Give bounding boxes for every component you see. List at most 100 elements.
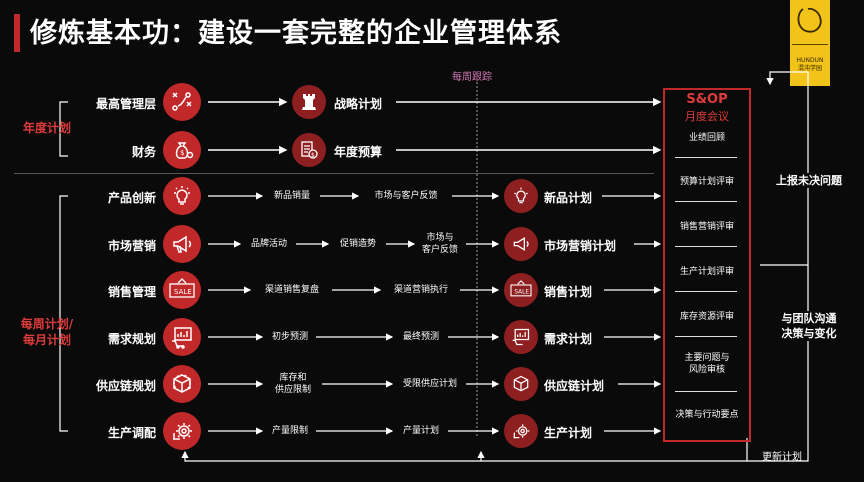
output-strategy-plan: 战略计划 — [334, 97, 383, 111]
step-text: 市场与 — [426, 233, 454, 243]
row-label-production-allocation: 生产调配 — [107, 426, 156, 440]
step-text: 产量计划 — [402, 426, 439, 436]
svg-text:$: $ — [180, 149, 184, 157]
step-inventory-supply-constraints: 库存和 供应限制 — [264, 372, 322, 396]
sop-item-production-review: 生产计划评审 — [679, 267, 734, 277]
row-label-finance: 财务 — [131, 145, 156, 159]
step-promotion: 促销造势 — [330, 238, 386, 250]
megaphone-icon — [163, 225, 201, 263]
sop-divider — [675, 246, 737, 247]
row-label-demand-planning: 需求规划 — [107, 332, 156, 346]
step-final-forecast: 最终预测 — [394, 331, 448, 343]
demand-chart-icon — [504, 320, 538, 354]
output-new-product-plan: 新品计划 — [544, 191, 593, 205]
page-title: 修炼基本功：建设一套完整的企业管理体系 — [30, 18, 562, 49]
lightbulb-icon — [163, 177, 201, 215]
logo-text: HUNDUN 混沌学园 — [790, 57, 830, 73]
demand-chart-icon — [163, 318, 201, 356]
production-gear-icon — [163, 412, 201, 450]
sop-item-text: 风险审核 — [688, 365, 725, 375]
supply-box-icon — [163, 365, 201, 403]
sop-item-text: 主要问题与 — [684, 353, 730, 363]
step-text: 新品销量 — [273, 191, 310, 201]
logo-name: HUNDUN — [796, 57, 824, 64]
sop-subtitle: 月度会议 — [685, 110, 729, 123]
step-text: 初步预测 — [271, 332, 308, 342]
sop-item-sales-marketing-review: 销售营销评审 — [679, 222, 734, 232]
sop-item-risk-review: 主要问题与 风险审核 — [663, 352, 751, 376]
periodic-plan-label: 每周计划/ 每月计划 — [14, 316, 80, 348]
team-communication-line1: 与团队沟通 — [781, 312, 837, 325]
sop-meeting-box — [663, 88, 751, 442]
row-label-marketing: 市场营销 — [107, 239, 156, 253]
update-plan-label: 更新计划 — [762, 452, 802, 463]
step-text: 供应限制 — [274, 385, 311, 395]
title-accent-bar — [14, 14, 20, 52]
step-text: 产量限制 — [271, 426, 308, 436]
megaphone-icon — [504, 227, 538, 261]
sop-divider — [675, 391, 737, 392]
logo-mark-icon — [797, 7, 822, 33]
step-constrained-supply-plan: 受限供应计划 — [394, 378, 466, 390]
step-channel-marketing-execution: 渠道营销执行 — [382, 284, 460, 296]
step-text: 促销造势 — [339, 239, 376, 249]
budget-document-icon: $ — [292, 133, 326, 167]
row-label-sales-management: 销售管理 — [107, 285, 156, 299]
output-annual-budget: 年度预算 — [334, 145, 383, 159]
row-label-product-innovation: 产品创新 — [107, 191, 156, 205]
step-text: 最终预测 — [402, 332, 439, 342]
sop-divider — [675, 336, 737, 337]
sale-sign-text: SALE — [174, 288, 192, 296]
weekly-tracking-label: 每周跟踪 — [452, 72, 492, 83]
step-text: 市场与客户反馈 — [374, 191, 438, 201]
logo-divider — [792, 44, 828, 45]
output-marketing-plan: 市场营销计划 — [544, 239, 617, 253]
step-text: 客户反馈 — [421, 245, 458, 255]
supply-box-icon — [504, 367, 538, 401]
team-communication-label: 与团队沟通 决策与变化 — [762, 311, 856, 341]
output-sales-plan: 销售计划 — [544, 285, 593, 299]
step-new-product-sales: 新品销量 — [264, 190, 320, 202]
lightbulb-icon — [504, 179, 538, 213]
sop-item-decisions-actions: 决策与行动要点 — [675, 410, 739, 420]
sop-title: S&OP — [686, 92, 728, 107]
output-production-plan: 生产计划 — [544, 426, 593, 440]
periodic-plan-label-line2: 每月计划 — [22, 333, 71, 347]
step-output-limit: 产量限制 — [264, 425, 316, 437]
step-text: 品牌活动 — [250, 239, 287, 249]
logo-subname: 混沌学园 — [797, 65, 822, 72]
row-label-supply-chain-planning: 供应链规划 — [95, 379, 156, 393]
step-text: 受限供应计划 — [402, 379, 457, 389]
svg-text:$: $ — [311, 152, 315, 159]
sop-divider — [675, 157, 737, 158]
step-brand-campaign: 品牌活动 — [242, 238, 296, 250]
chess-rook-icon — [292, 85, 326, 119]
step-output-plan: 产量计划 — [394, 425, 448, 437]
sale-sign-text: SALE — [514, 289, 529, 295]
sop-item-inventory-review: 库存资源评审 — [679, 312, 734, 322]
sale-sign-icon: SALE — [163, 271, 201, 309]
strategy-icon — [163, 83, 201, 121]
sale-sign-icon: SALE — [504, 273, 538, 307]
step-text: 渠道营销执行 — [393, 285, 448, 295]
periodic-plan-label-line1: 每周计划/ — [20, 317, 74, 331]
section-separator — [14, 173, 654, 174]
step-channel-sales-review: 渠道销售复盘 — [252, 284, 332, 296]
step-text: 渠道销售复盘 — [264, 285, 319, 295]
team-communication-line2: 决策与变化 — [781, 327, 837, 340]
sop-divider — [675, 201, 737, 202]
output-demand-plan: 需求计划 — [544, 332, 593, 346]
sop-divider — [675, 291, 737, 292]
step-market-customer-feedback: 市场与客户反馈 — [360, 190, 452, 202]
escalate-issues-label: 上报未决问题 — [762, 173, 856, 188]
production-gear-icon — [504, 414, 538, 448]
sop-item-budget-review: 预算计划评审 — [679, 177, 734, 187]
output-supply-chain-plan: 供应链计划 — [544, 379, 605, 393]
row-label-top-management: 最高管理层 — [95, 97, 156, 111]
annual-plan-label: 年度计划 — [22, 121, 71, 135]
step-preliminary-forecast: 初步预测 — [264, 331, 316, 343]
step-market-customer-feedback-2: 市场与 客户反馈 — [414, 232, 466, 256]
sop-item-performance-review: 业绩回顾 — [688, 133, 725, 143]
step-text: 库存和 — [279, 373, 307, 383]
